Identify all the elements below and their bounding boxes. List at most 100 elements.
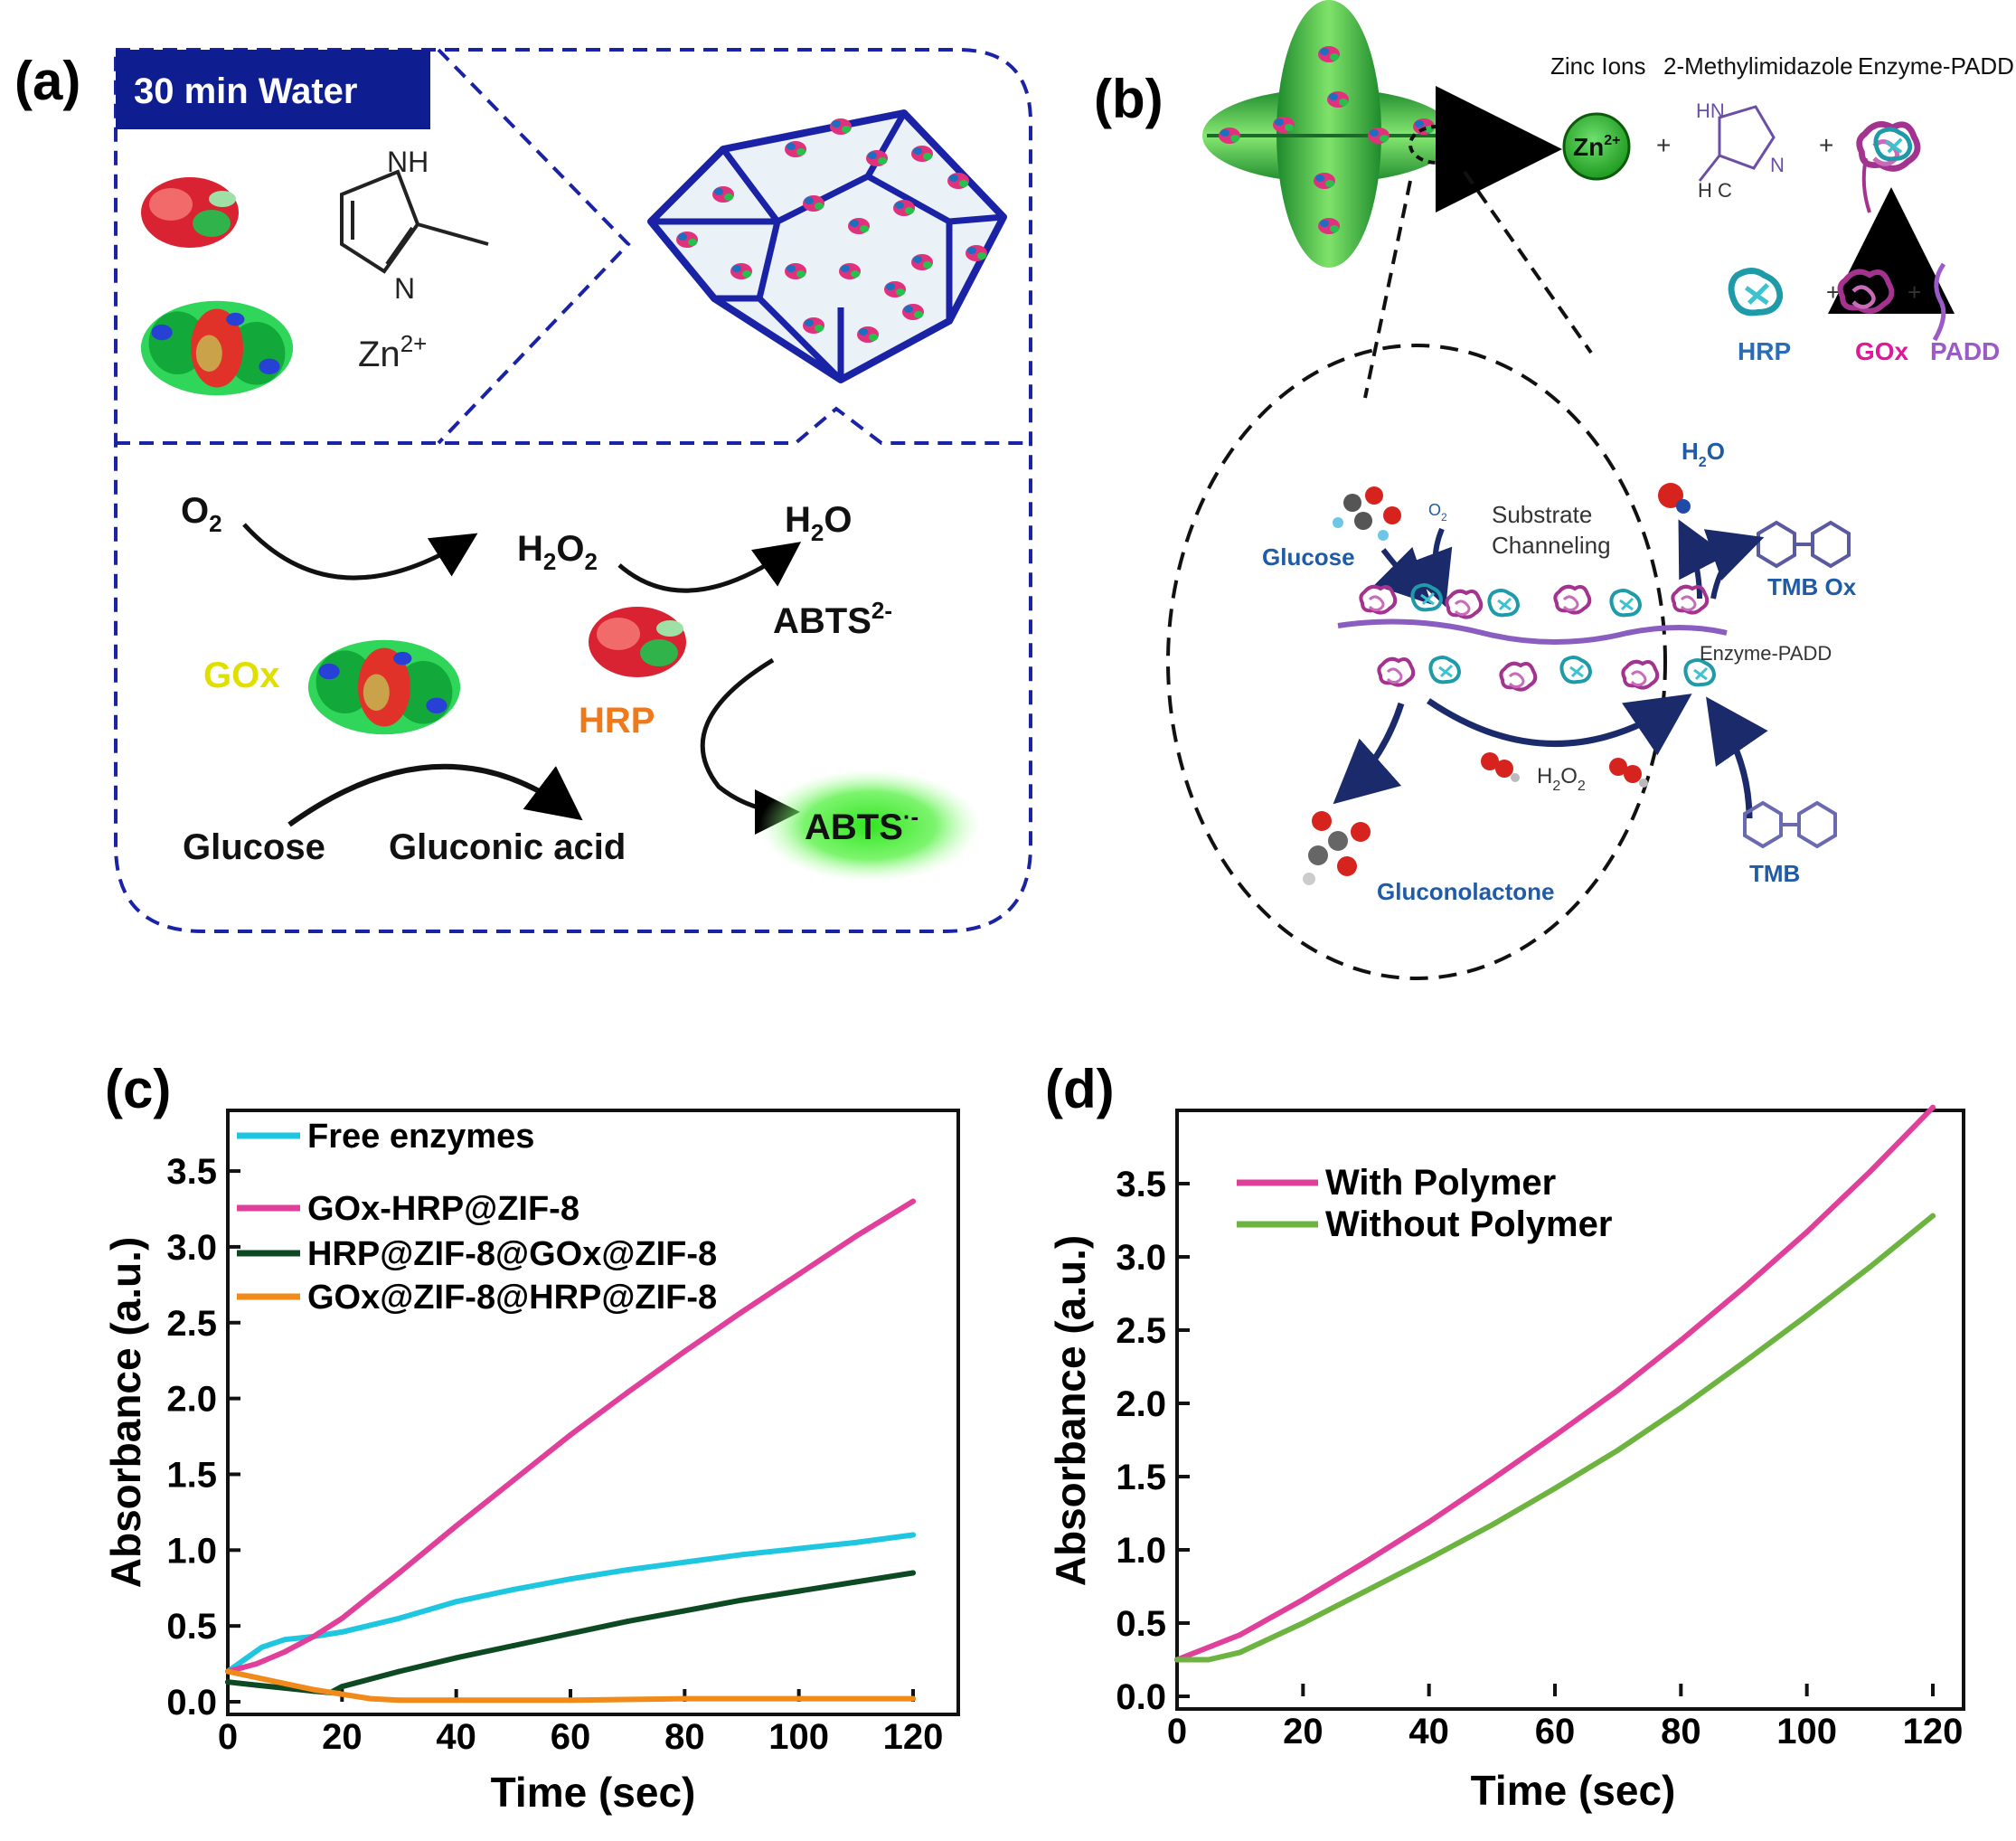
series-point [453, 1697, 459, 1704]
series-point [910, 1695, 916, 1702]
series-point [310, 1686, 316, 1693]
h2o2-label: H2O2 [517, 529, 598, 575]
series-point [367, 1695, 373, 1702]
b-h2o2-label: H2O2 [1537, 764, 1586, 794]
chart-c-ylabel: Absorbance (a.u.) [102, 1237, 149, 1589]
series-point [682, 1348, 688, 1355]
tmb-ox-label: TMB Ox [1767, 573, 1857, 600]
series-point [682, 1695, 688, 1702]
series-point [568, 1576, 573, 1582]
arrow-o2-h2o2 [242, 523, 478, 581]
plot-c-frame [226, 1109, 960, 1716]
series-point [1804, 1229, 1810, 1235]
y-tick-label: 1.5 [1116, 1458, 1166, 1497]
hrp-enzyme-image [589, 607, 686, 677]
zif8-crystal [647, 109, 1007, 383]
zoom-line-right [1463, 170, 1593, 354]
x-tick-label: 40 [436, 1717, 476, 1757]
series-point [1300, 1620, 1306, 1626]
series-point [339, 1615, 345, 1621]
channeling-label: Channeling [1492, 532, 1611, 559]
series-point [739, 1597, 745, 1603]
leaf-nanostructure [1202, 0, 1466, 268]
hrp-protein-image [141, 177, 239, 248]
series-point [510, 1478, 516, 1484]
series-point [853, 1233, 859, 1240]
series-point [682, 1559, 688, 1565]
x-tick-label: 20 [1283, 1712, 1324, 1751]
series-point [339, 1684, 345, 1690]
series-point [1867, 1169, 1873, 1175]
chart-c-xlabel: Time (sec) [491, 1769, 696, 1816]
series-point [1300, 1597, 1306, 1603]
series-line-1 [1174, 1213, 1936, 1663]
panel-a-frame [114, 48, 1032, 933]
series-point [1804, 1312, 1810, 1318]
series-point [339, 1629, 345, 1635]
y-tick-label: 0.5 [166, 1607, 217, 1647]
y-tick-label: 0.0 [1116, 1677, 1166, 1717]
x-tick-label: 20 [322, 1717, 363, 1757]
y-tick-label: 2.0 [1116, 1384, 1166, 1424]
series-point [1615, 1447, 1621, 1453]
x-tick-label: 120 [1903, 1712, 1964, 1751]
enzyme-padd-label: Enzyme-PADD [1858, 52, 2014, 80]
legend-label: Free enzymes [307, 1118, 534, 1156]
series-line-3 [225, 1668, 916, 1704]
substrate-label: Substrate [1492, 501, 1592, 528]
series-point [282, 1685, 288, 1691]
padd-image [1932, 262, 1946, 342]
series-point [1237, 1649, 1243, 1656]
series-point [1426, 1555, 1432, 1562]
panel-a-label: (a) [14, 51, 80, 111]
series-point [739, 1309, 745, 1315]
arrow-abts [700, 657, 800, 835]
b-o2-label: O2 [1428, 501, 1447, 524]
plus-2: + [1819, 131, 1833, 159]
series-point [796, 1695, 802, 1702]
series-point [1489, 1522, 1495, 1528]
series-point [1489, 1477, 1495, 1483]
b-h2o-label: H2O [1682, 438, 1725, 470]
zn-text: Zn2+ [1573, 133, 1620, 161]
y-tick-label: 1.0 [1116, 1531, 1166, 1571]
x-tick-label: 100 [768, 1717, 829, 1757]
series-point [225, 1668, 231, 1675]
glucose-label: Glucose [183, 827, 325, 867]
y-tick-label: 3.5 [1116, 1165, 1166, 1204]
legend-label: Without Polymer [1325, 1204, 1612, 1244]
series-point [253, 1675, 259, 1681]
x-tick-label: 40 [1408, 1712, 1449, 1751]
x-tick-label: 80 [664, 1717, 705, 1757]
banner-box [116, 50, 430, 129]
arrow-to-gluconolactone [1333, 702, 1405, 805]
series-point [625, 1619, 631, 1625]
gox-protein-image [140, 300, 294, 396]
series-point [253, 1682, 259, 1688]
series-point [253, 1661, 259, 1667]
series-point [1741, 1285, 1747, 1290]
zinc-ions-label: Zinc Ions [1550, 52, 1646, 80]
series-point [1930, 1104, 1936, 1110]
gluconolactone-label: Gluconolactone [1377, 878, 1554, 905]
glucose-molecule [1333, 486, 1401, 541]
series-point [259, 1644, 265, 1650]
zn-circle [1562, 112, 1631, 181]
hrp-image [1731, 271, 1780, 313]
series-point [853, 1539, 859, 1545]
arrow-tmbox-out [1703, 529, 1765, 600]
abts-glow [759, 769, 980, 882]
series-point [1174, 1657, 1180, 1663]
series-point [1867, 1264, 1873, 1270]
series-point [1363, 1559, 1369, 1564]
series-point [1678, 1337, 1684, 1344]
arrow-glucose-gluconic [287, 763, 583, 827]
hrp-text: HRP [1738, 337, 1791, 365]
zoom-line-left [1363, 180, 1412, 399]
gox-text: GOx [1855, 337, 1909, 365]
banner-text: 30 min Water [134, 71, 357, 111]
series-point [282, 1637, 288, 1643]
